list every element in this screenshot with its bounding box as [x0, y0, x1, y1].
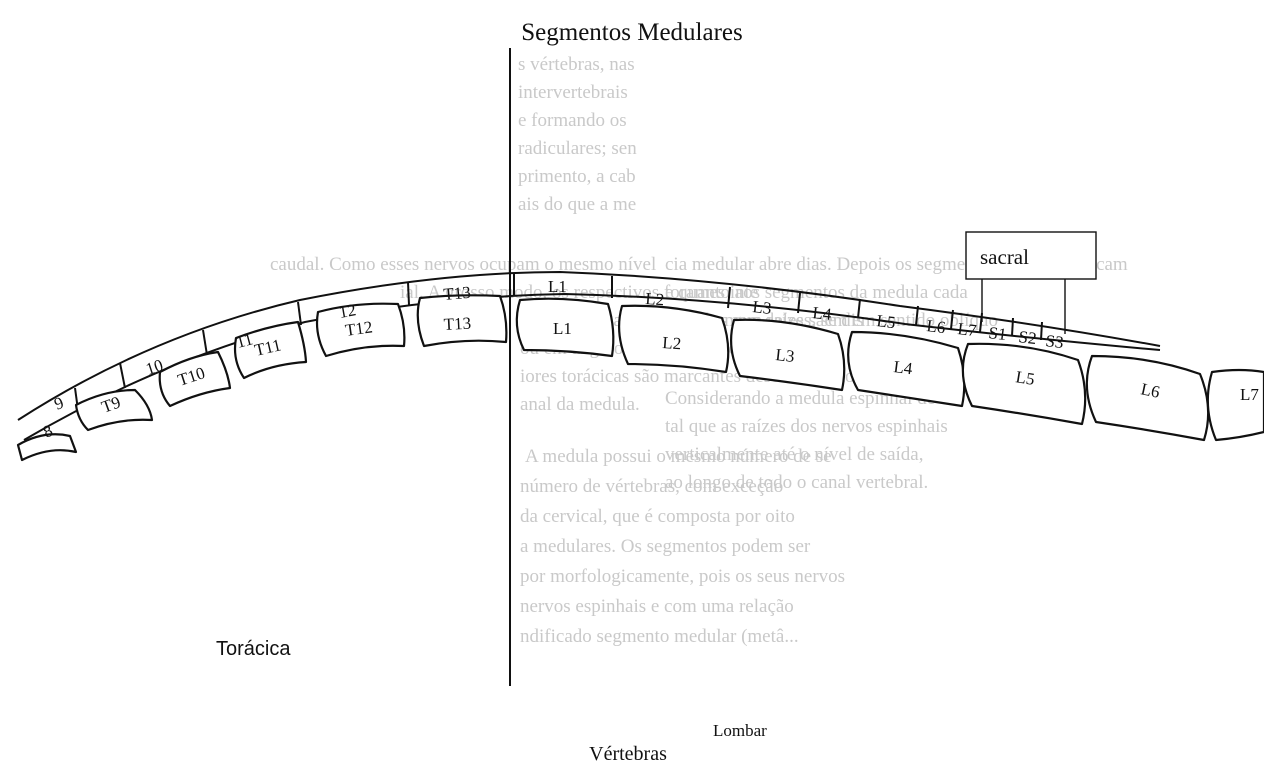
seg-divider	[202, 329, 208, 356]
segment-label: 12	[337, 300, 357, 322]
vertebra-L1	[515, 297, 615, 358]
segment-label: L2	[645, 289, 665, 309]
segment-label: 10	[143, 355, 165, 378]
bg-line: ao longo de todo o canal vertebral.	[665, 472, 928, 493]
seg-divider	[950, 309, 954, 330]
sacral-label: sacral	[980, 245, 1029, 269]
bg-line: caudal. Como esses nervos ocupam o mesmo…	[270, 254, 656, 275]
bottom-caption: Vértebras	[589, 743, 667, 765]
bg-line: tal que as raízes dos nervos espinhais	[665, 416, 948, 437]
cord-outline	[17, 271, 1161, 421]
bg-line: intervertebrais	[518, 82, 628, 103]
vertebra-T9	[74, 388, 154, 432]
vertebra-8	[16, 433, 78, 462]
bg-line: ais do que a me	[518, 194, 636, 215]
seg-divider	[407, 281, 410, 306]
vertebra-labels: T9 T10 T11 T12 T13 L1 L2 L3 L4 L5 L6 L7	[99, 314, 1260, 417]
bg-line: a medulares. Os segmentos podem ser	[520, 536, 811, 557]
bg-line: ndificado segmento medular (metâ...	[520, 626, 799, 647]
bg-line: e quanto aos segmentos da medula cada	[665, 282, 968, 303]
vertebra-label: L7	[1240, 385, 1259, 404]
vertebra-T10	[158, 350, 232, 408]
seg-divider	[1011, 317, 1014, 337]
vertebra-L6	[1085, 354, 1210, 442]
seg-divider	[119, 362, 126, 389]
vertebra-T11	[233, 320, 308, 380]
segment-label: L1	[548, 277, 567, 296]
bg-line: Considerando a medula espinhal de	[665, 388, 935, 409]
seg-divider	[979, 312, 983, 333]
vertebra-label: L6	[1139, 379, 1161, 402]
cord-outline-lower	[23, 293, 1161, 441]
vertebra-T12	[315, 302, 406, 358]
segment-labels: 8 9 10 11 12 T13 L1 L2 L3 L4 L5 L6 L7 S1…	[40, 277, 1064, 442]
segment-label: S1	[988, 323, 1008, 344]
segment-label: L5	[876, 311, 897, 332]
bg-line: A medula possui o mesmo número de se	[525, 446, 832, 467]
bg-line: radiculares; sen	[518, 138, 637, 159]
bg-line: número de vértebras, com exceção	[520, 476, 783, 497]
seg-divider	[297, 301, 302, 326]
vertebra-label: T13	[443, 314, 471, 334]
vertebra-label: L5	[1014, 367, 1036, 389]
bg-line: primento, a cab	[518, 166, 636, 187]
vertebra-T13	[416, 294, 508, 348]
segment-label: L6	[926, 316, 947, 337]
seg-divider	[797, 292, 801, 314]
vertebra-L2	[617, 304, 730, 374]
segment-label: 9	[51, 393, 66, 414]
vertebra-label: L1	[553, 319, 572, 338]
bg-line: nervos espinhais e com uma relação	[520, 596, 794, 617]
vertebra-label: L4	[893, 357, 915, 378]
vertebra-label: T12	[344, 317, 374, 340]
diagram-title: Segmentos Medulares	[521, 19, 742, 46]
segment-label: T13	[443, 283, 472, 304]
sacral-box	[965, 231, 1097, 280]
bg-line: por morfologicamente, pois os seus nervo…	[520, 566, 845, 587]
seg-divider	[857, 298, 861, 319]
sacral-callout: sacral	[965, 231, 1097, 334]
segment-label: S2	[1018, 327, 1038, 348]
vertebra-label: L3	[775, 345, 796, 366]
spinal-cord-segments	[17, 271, 1161, 441]
lumbar-region-label: Lombar	[713, 721, 767, 740]
seg-divider	[727, 286, 731, 309]
vertebra-L5	[961, 342, 1087, 426]
seg-divider	[915, 305, 919, 326]
segment-label: S3	[1045, 331, 1065, 352]
segment-label: L7	[957, 319, 979, 340]
vertebra-L4	[847, 330, 966, 408]
bg-line: e formando os	[518, 110, 627, 131]
bg-line: da cervical, que é composta por oito	[520, 506, 795, 527]
vertebra-label: L2	[662, 333, 682, 353]
thoracic-region-label: Torácica	[216, 638, 291, 660]
segment-label: L4	[812, 303, 833, 324]
vertebra-L3	[729, 318, 846, 392]
vertebral-bodies	[16, 294, 1264, 462]
segment-label: 11	[234, 329, 255, 352]
segment-label: L3	[752, 297, 773, 318]
vertebra-L7	[1206, 368, 1264, 442]
bg-line: anal da medula.	[520, 394, 640, 415]
bg-line: verticalmente até o nível de saída,	[665, 444, 924, 465]
bg-line: s vértebras, nas	[518, 54, 635, 75]
seg-divider	[1040, 321, 1043, 341]
